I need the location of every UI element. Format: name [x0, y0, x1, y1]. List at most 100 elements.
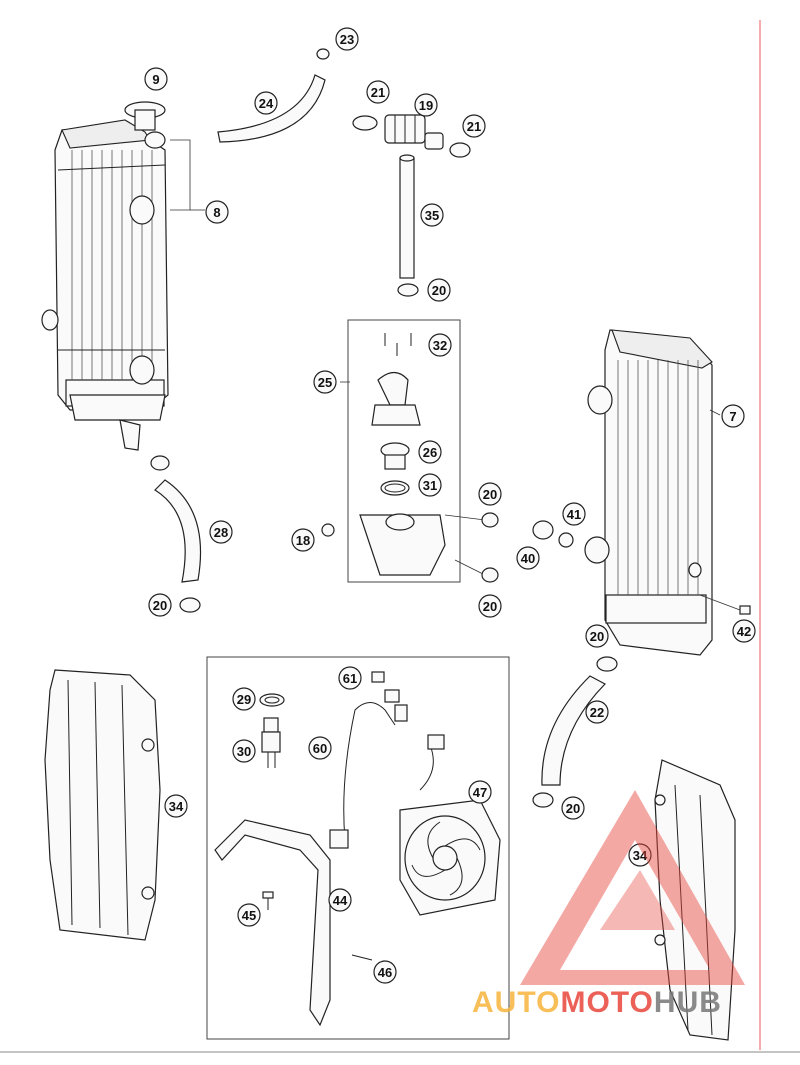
clamp-20-right — [596, 656, 618, 672]
svg-text:25: 25 — [318, 375, 332, 390]
bolt-42 — [739, 605, 751, 615]
callout-20-left-bottom: 20 — [148, 593, 172, 617]
callout-34-left: 34 — [164, 794, 188, 818]
svg-text:20: 20 — [590, 629, 604, 644]
svg-text:32: 32 — [433, 338, 447, 353]
callout-21-right: 21 — [462, 114, 486, 138]
callout-29: 29 — [232, 687, 256, 711]
right-radiator-fins — [617, 360, 699, 595]
callout-28: 28 — [209, 520, 233, 544]
callout-30: 30 — [232, 739, 256, 763]
callout-20-right-top: 20 — [585, 624, 609, 648]
tube — [397, 154, 419, 297]
fan-bracket — [214, 819, 331, 1027]
watermark-logo-icon — [520, 790, 745, 985]
callout-20-right-bottom: 20 — [561, 796, 585, 820]
grommet-41 — [532, 520, 554, 540]
svg-text:34: 34 — [169, 799, 184, 814]
svg-text:20: 20 — [566, 801, 580, 816]
clamp-20-left-bottom — [179, 597, 201, 613]
svg-text:21: 21 — [467, 119, 481, 134]
svg-text:20: 20 — [432, 283, 446, 298]
callout-25: 25 — [313, 370, 337, 394]
callout-8: 8 — [205, 200, 229, 224]
clamp-20-a — [481, 512, 499, 528]
svg-text:30: 30 — [237, 744, 251, 759]
svg-text:AUTOMOTOHUB: AUTOMOTOHUB — [472, 986, 722, 1019]
callout-35: 35 — [420, 203, 444, 227]
svg-text:42: 42 — [737, 624, 751, 639]
svg-text:35: 35 — [425, 208, 439, 223]
watermark-text-hub: HUB — [654, 986, 722, 1019]
callout-21-left: 21 — [366, 80, 390, 104]
upper-hose — [217, 74, 326, 143]
fan-kit-box — [206, 656, 510, 1040]
svg-text:20: 20 — [153, 598, 167, 613]
callout-9: 9 — [144, 67, 168, 91]
callout-markers: 9 8 24 23 21 19 21 35 20 32 25 26 31 20 … — [144, 27, 756, 984]
callout-26: 26 — [418, 440, 442, 464]
housing — [359, 513, 446, 576]
svg-text:7: 7 — [729, 409, 736, 424]
thermostat — [380, 442, 410, 470]
svg-text:29: 29 — [237, 692, 251, 707]
svg-text:61: 61 — [343, 671, 357, 686]
screw-45 — [262, 891, 274, 910]
screw-46 — [351, 954, 373, 961]
left-shroud — [44, 669, 161, 941]
watermark-text-auto: AUTO — [472, 986, 560, 1019]
svg-text:8: 8 — [213, 205, 220, 220]
lower-hose-right — [541, 675, 606, 786]
wiring-harness — [329, 671, 408, 849]
callout-40: 40 — [516, 546, 540, 570]
svg-text:9: 9 — [152, 72, 159, 87]
svg-text:20: 20 — [483, 599, 497, 614]
hose-clamp-top — [316, 48, 330, 60]
left-radiator-fins — [71, 150, 153, 380]
svg-text:20: 20 — [483, 487, 497, 502]
fan-switch — [261, 717, 281, 768]
svg-text:60: 60 — [313, 741, 327, 756]
radiator-cap — [124, 101, 166, 149]
watermark-text-moto: MOTO — [560, 986, 653, 1019]
svg-text:40: 40 — [521, 551, 535, 566]
svg-text:26: 26 — [423, 445, 437, 460]
spacer-40 — [558, 532, 574, 548]
svg-text:46: 46 — [378, 965, 392, 980]
callout-45: 45 — [237, 903, 261, 927]
callout-31: 31 — [418, 473, 442, 497]
svg-text:47: 47 — [473, 785, 487, 800]
callout-61: 61 — [338, 666, 362, 690]
callout-60: 60 — [308, 736, 332, 760]
left-radiator — [41, 119, 169, 451]
callout-20-box-top: 20 — [478, 482, 502, 506]
callout-46: 46 — [373, 960, 397, 984]
callout-23: 23 — [335, 27, 359, 51]
callout-18: 18 — [291, 528, 315, 552]
callout-20-tube: 20 — [427, 278, 451, 302]
callout-22: 22 — [585, 700, 609, 724]
svg-text:19: 19 — [419, 98, 433, 113]
watermark: AUTOMOTOHUB — [472, 790, 745, 1019]
clamp-18 — [321, 523, 335, 537]
thermostat-box — [347, 319, 461, 583]
svg-text:31: 31 — [423, 478, 437, 493]
thermostat-cover — [371, 371, 421, 426]
callout-24: 24 — [254, 91, 278, 115]
callout-47: 47 — [468, 780, 492, 804]
right-shroud — [654, 759, 736, 1041]
svg-text:44: 44 — [333, 893, 348, 908]
svg-text:34: 34 — [633, 848, 648, 863]
callout-44: 44 — [328, 888, 352, 912]
callout-42: 42 — [732, 619, 756, 643]
cooling-fan — [399, 734, 501, 916]
svg-text:18: 18 — [296, 533, 310, 548]
svg-text:22: 22 — [590, 705, 604, 720]
right-radiator — [584, 329, 713, 656]
clamp-20-left — [150, 455, 170, 471]
callout-19: 19 — [414, 93, 438, 117]
callout-32: 32 — [428, 333, 452, 357]
hose-connector — [352, 114, 471, 158]
o-ring — [380, 480, 410, 496]
callout-41: 41 — [562, 502, 586, 526]
